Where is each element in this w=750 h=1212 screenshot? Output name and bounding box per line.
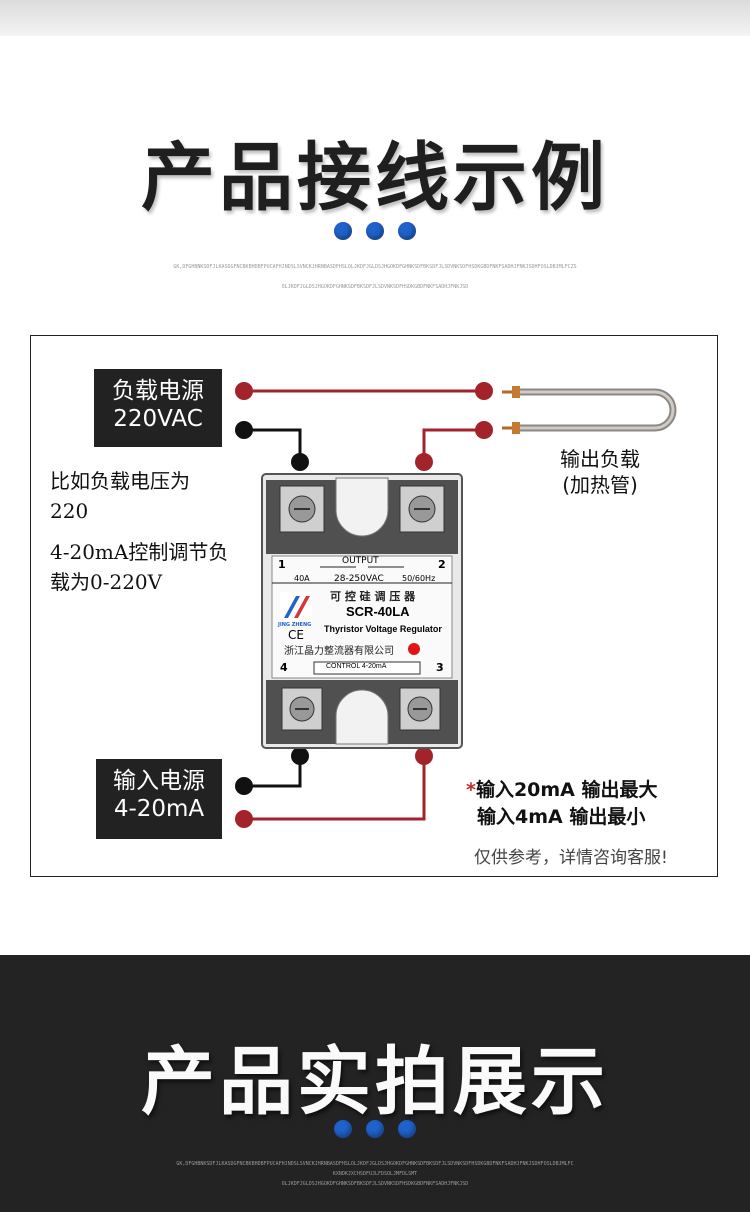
device-freq: 50/60Hz bbox=[402, 574, 436, 583]
rule-max: *输入20mA 输出最大 bbox=[466, 779, 658, 801]
output-load-sub: (加热管) bbox=[562, 473, 638, 497]
fine-print: GK,DFGHBNKSDFJLKASDGFNCBKBHDBFPUCAFHJNDS… bbox=[176, 1161, 574, 1167]
note-control: 4-20mA控制调节负载为0-220V bbox=[50, 540, 229, 594]
device-terminal-4: 4 bbox=[280, 661, 288, 674]
device-name-en: Thyristor Voltage Regulator bbox=[324, 624, 442, 634]
load-power-value: 220VAC bbox=[113, 406, 203, 432]
scr-device bbox=[261, 473, 463, 749]
input-power-box: 输入电源 4-20mA bbox=[96, 759, 222, 839]
output-load-label: 输出负载 bbox=[560, 447, 640, 471]
input-power-value: 4-20mA bbox=[113, 796, 205, 822]
top-bar bbox=[0, 0, 750, 36]
note-voltage: 比如负载电压为220 bbox=[50, 469, 190, 523]
dots-decoration bbox=[0, 1120, 750, 1142]
load-power-label: 负载电源 bbox=[112, 378, 204, 404]
fine-print: OLJKDFJGLDSJHGOKDFGHNKSDFBKSDFJLSDVNKSDF… bbox=[281, 284, 469, 290]
disclaimer: 仅供参考，详情咨询客服! bbox=[474, 848, 668, 868]
fine-print: GK,DFGHBNKSDFJLKASDGFNCBKBHDBFPUCAFHJNDS… bbox=[173, 264, 577, 270]
device-ce: CE bbox=[288, 628, 304, 642]
fine-print: KXNDKJXCHSDFUJLFDSOLJMFDLSMT bbox=[332, 1171, 418, 1177]
device-voltage: 28-250VAC bbox=[334, 574, 384, 584]
photo-section: GK,DFGHBNKSDFJLKASDGFNCBKBHDBFPUCAFHJNDS… bbox=[0, 955, 750, 1212]
device-terminal-2: 2 bbox=[438, 558, 446, 571]
terminal-dot bbox=[235, 382, 253, 400]
terminal-dot bbox=[475, 382, 493, 400]
device-company: 浙江晶力整流器有限公司 bbox=[284, 646, 394, 657]
device-brand: JING ZHENG bbox=[278, 622, 312, 628]
dot bbox=[334, 222, 352, 240]
wiring-diagram-frame bbox=[30, 335, 718, 877]
device-terminal-1: 1 bbox=[278, 558, 286, 571]
rule-min: 输入4mA 输出最小 bbox=[477, 806, 646, 828]
dot bbox=[366, 222, 384, 240]
device-current: 40A bbox=[294, 574, 310, 583]
section-title-photos: 产品实拍展示 bbox=[141, 1039, 609, 1125]
device-name-cn: 可 控 硅 调 压 器 bbox=[330, 590, 416, 603]
dot bbox=[366, 1120, 384, 1138]
heater-icon bbox=[502, 386, 677, 434]
dot bbox=[398, 1120, 416, 1138]
input-power-label: 输入电源 bbox=[113, 768, 205, 794]
dot bbox=[398, 222, 416, 240]
load-power-box: 负载电源 220VAC bbox=[94, 369, 222, 447]
rule-max-text: 输入20mA 输出最大 bbox=[475, 779, 658, 801]
section-title-wiring: 产品接线示例 bbox=[141, 135, 609, 221]
device-control-label: CONTROL 4-20mA bbox=[326, 663, 387, 670]
device-output-label: OUTPUT bbox=[342, 556, 379, 566]
fine-print: OLJKDFJGLDSJHGOKDFGHNKSDFBKSDFJLSDVNKSDF… bbox=[281, 1181, 469, 1187]
dot bbox=[334, 1120, 352, 1138]
device-model: SCR-40LA bbox=[346, 604, 410, 619]
device-terminal-3: 3 bbox=[436, 661, 444, 674]
dots-decoration bbox=[0, 222, 750, 244]
